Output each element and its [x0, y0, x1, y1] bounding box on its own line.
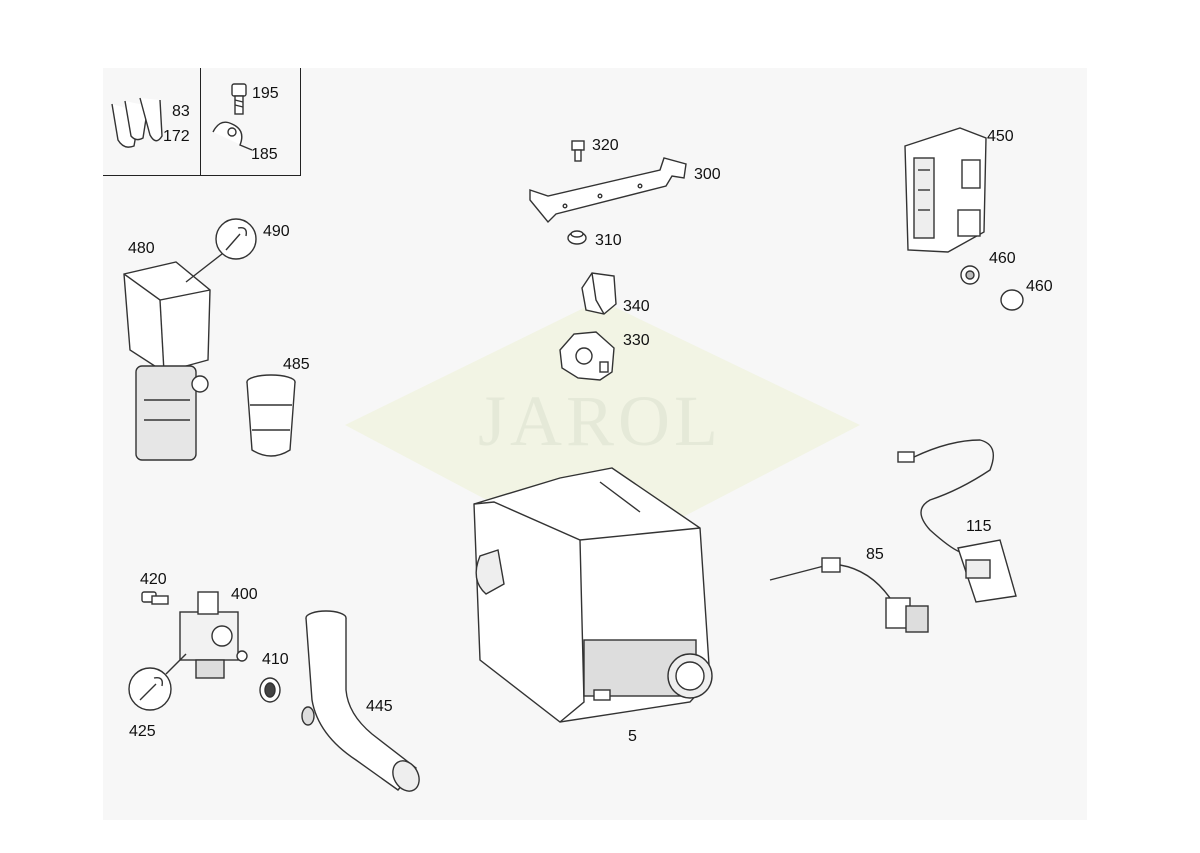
callout-195: 195 — [252, 85, 279, 102]
part-310-nut[interactable] — [567, 230, 587, 245]
callout-330: 330 — [623, 332, 650, 349]
part-5-dpf-module[interactable] — [473, 467, 713, 723]
part-85-temp-sensor[interactable] — [769, 557, 929, 633]
callout-185: 185 — [251, 146, 278, 163]
part-300-bracket[interactable] — [529, 157, 687, 224]
callout-450: 450 — [987, 128, 1014, 145]
callout-310: 310 — [595, 232, 622, 249]
part-320-bolt[interactable] — [571, 140, 585, 162]
callout-485: 485 — [283, 356, 310, 373]
callout-172: 172 — [163, 128, 190, 145]
callout-480: 480 — [128, 240, 155, 257]
part-485-filter[interactable] — [246, 374, 296, 457]
wrench-icon-425[interactable] — [128, 653, 187, 711]
part-460-plug-a[interactable] — [960, 265, 980, 285]
part-340-pad[interactable] — [581, 272, 617, 315]
part-480-pump-module[interactable] — [123, 261, 211, 461]
callout-85: 85 — [866, 546, 884, 563]
callout-300: 300 — [694, 166, 721, 183]
part-420-bolt[interactable] — [141, 591, 169, 605]
callout-420: 420 — [140, 571, 167, 588]
callout-83: 83 — [172, 103, 190, 120]
inset-divider — [200, 68, 201, 175]
svg-text:JAROL: JAROL — [478, 381, 722, 461]
callout-400: 400 — [231, 586, 258, 603]
part-330-bracket[interactable] — [559, 331, 615, 381]
callout-445: 445 — [366, 698, 393, 715]
inset-box — [103, 68, 301, 176]
part-445-pipe[interactable] — [301, 610, 424, 796]
part-400-dosing-valve[interactable] — [179, 591, 248, 679]
callout-340: 340 — [623, 298, 650, 315]
part-460-plug-b[interactable] — [1000, 289, 1024, 311]
part-185-clamp[interactable] — [212, 121, 253, 151]
part-115-nox-sensor[interactable] — [897, 439, 1017, 603]
callout-115: 115 — [966, 518, 992, 535]
part-450-control-unit[interactable] — [904, 127, 987, 253]
callout-460b: 460 — [1026, 278, 1053, 295]
part-83-clip[interactable] — [111, 97, 163, 148]
wrench-icon-490[interactable] — [185, 218, 257, 283]
callout-490: 490 — [263, 223, 290, 240]
part-195-bolt[interactable] — [231, 83, 247, 115]
callout-5: 5 — [628, 728, 637, 745]
part-410-seal[interactable] — [259, 677, 281, 703]
callout-425: 425 — [129, 723, 156, 740]
callout-320: 320 — [592, 137, 619, 154]
watermark: JAROL — [345, 300, 860, 560]
callout-460a: 460 — [989, 250, 1016, 267]
callout-410: 410 — [262, 651, 289, 668]
